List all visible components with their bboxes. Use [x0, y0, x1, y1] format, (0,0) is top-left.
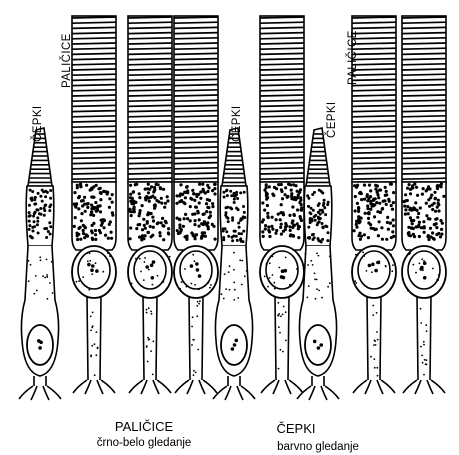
rod-cell-3 [128, 16, 172, 394]
rod-cell-9 [402, 16, 446, 394]
cone-cell-5 [213, 128, 255, 400]
rod-cell-2 [72, 16, 116, 394]
rods-caption-subtitle: črno-belo gledanje [97, 437, 192, 449]
rod-cell-6 [260, 16, 304, 394]
cone-label-vertical-right: ČEPKI [325, 101, 338, 138]
rod-label-vertical-left: PALIČICE [60, 33, 73, 88]
rod-cell-4 [174, 16, 218, 394]
cone-cell-1 [19, 128, 61, 400]
cones-caption-title: ČEPKI [276, 421, 315, 436]
rods-caption-title: PALIČICE [115, 419, 174, 434]
cone-label-vertical-middle: ČEPKI [230, 105, 243, 142]
photoreceptor-cells [19, 16, 446, 400]
cone-label-vertical-left: ČEPKI [31, 105, 44, 142]
rod-label-vertical-right: PALIČICE [346, 30, 359, 85]
cones-caption-subtitle: barvno gledanje [277, 441, 359, 453]
